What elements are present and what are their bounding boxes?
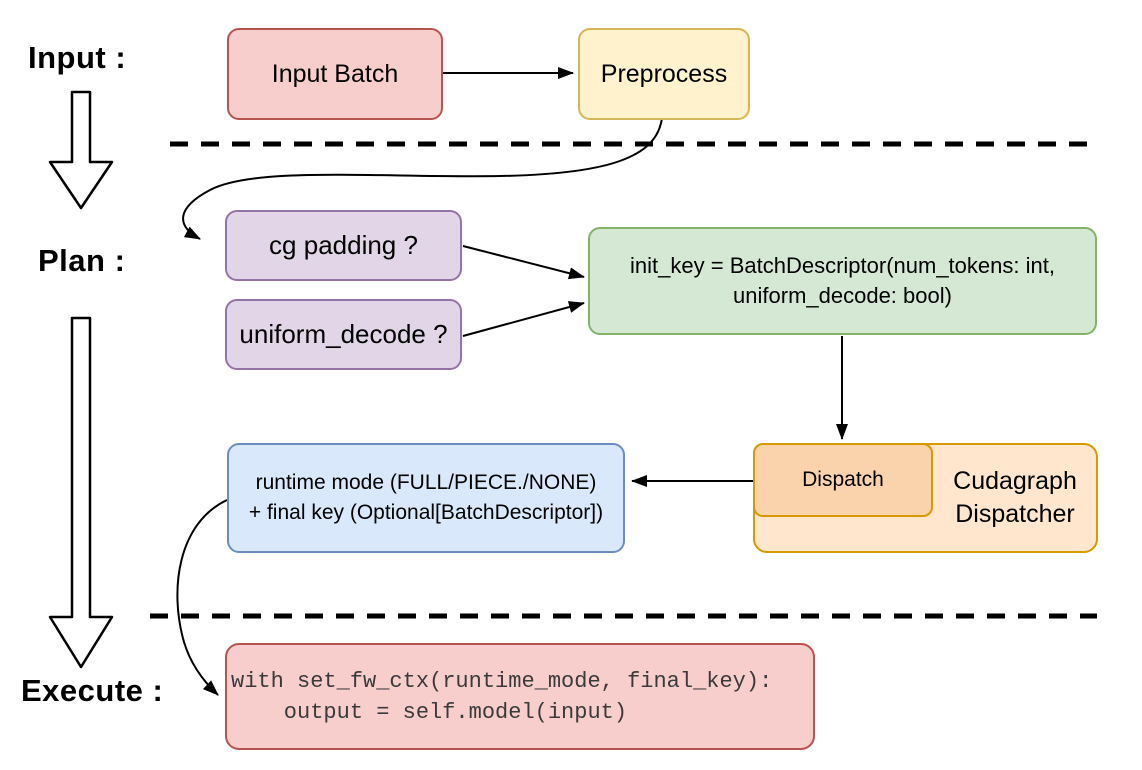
node-init-key: init_key = BatchDescriptor(num_tokens: i…	[588, 227, 1097, 335]
node-input-batch-label: Input Batch	[271, 59, 399, 88]
arrow-uniform-decode-to-init-key	[462, 301, 585, 337]
node-init-key-line2: uniform_decode: bool)	[733, 283, 952, 308]
node-uniform-decode: uniform_decode ?	[225, 299, 462, 370]
node-runtime-mode: runtime mode (FULL/PIECE./NONE) + final …	[227, 443, 625, 553]
node-execute-code: with set_fw_ctx(runtime_mode, final_key)…	[225, 643, 815, 750]
node-init-key-line1: init_key = BatchDescriptor(num_tokens: i…	[630, 253, 1055, 278]
node-uniform-decode-label: uniform_decode ?	[239, 319, 448, 350]
arrow-runtime-mode-to-execute-code	[176, 499, 228, 696]
node-dispatch-label: Dispatch	[802, 468, 884, 492]
arrow-cg-padding-to-init-key	[462, 245, 585, 280]
execute-code-line1: with set_fw_ctx(runtime_mode, final_key)…	[231, 668, 773, 694]
flow-arrow-input-to-plan	[48, 90, 114, 210]
node-input-batch: Input Batch	[227, 28, 443, 120]
node-preprocess: Preprocess	[578, 28, 750, 120]
node-dispatch: Dispatch	[753, 443, 933, 517]
execute-code-line2: output = self.model(input)	[231, 699, 628, 725]
node-preprocess-label: Preprocess	[600, 59, 728, 88]
node-cg-padding-label: cg padding ?	[269, 230, 418, 261]
stage-label-input: Input :	[28, 40, 127, 75]
cudagraph-label-line2: Dispatcher	[955, 500, 1075, 528]
flow-arrow-plan-to-execute	[48, 316, 114, 669]
stage-label-execute: Execute :	[21, 673, 164, 708]
cudagraph-label-line1: Cudagraph	[953, 467, 1077, 495]
node-runtime-mode-line2: + final key (Optional[BatchDescriptor])	[248, 501, 604, 524]
node-cg-padding: cg padding ?	[225, 210, 462, 281]
stage-label-plan: Plan :	[38, 243, 126, 278]
node-runtime-mode-line1: runtime mode (FULL/PIECE./NONE)	[255, 471, 597, 494]
node-cudagraph-dispatcher-label: Cudagraph Dispatcher	[933, 443, 1097, 553]
